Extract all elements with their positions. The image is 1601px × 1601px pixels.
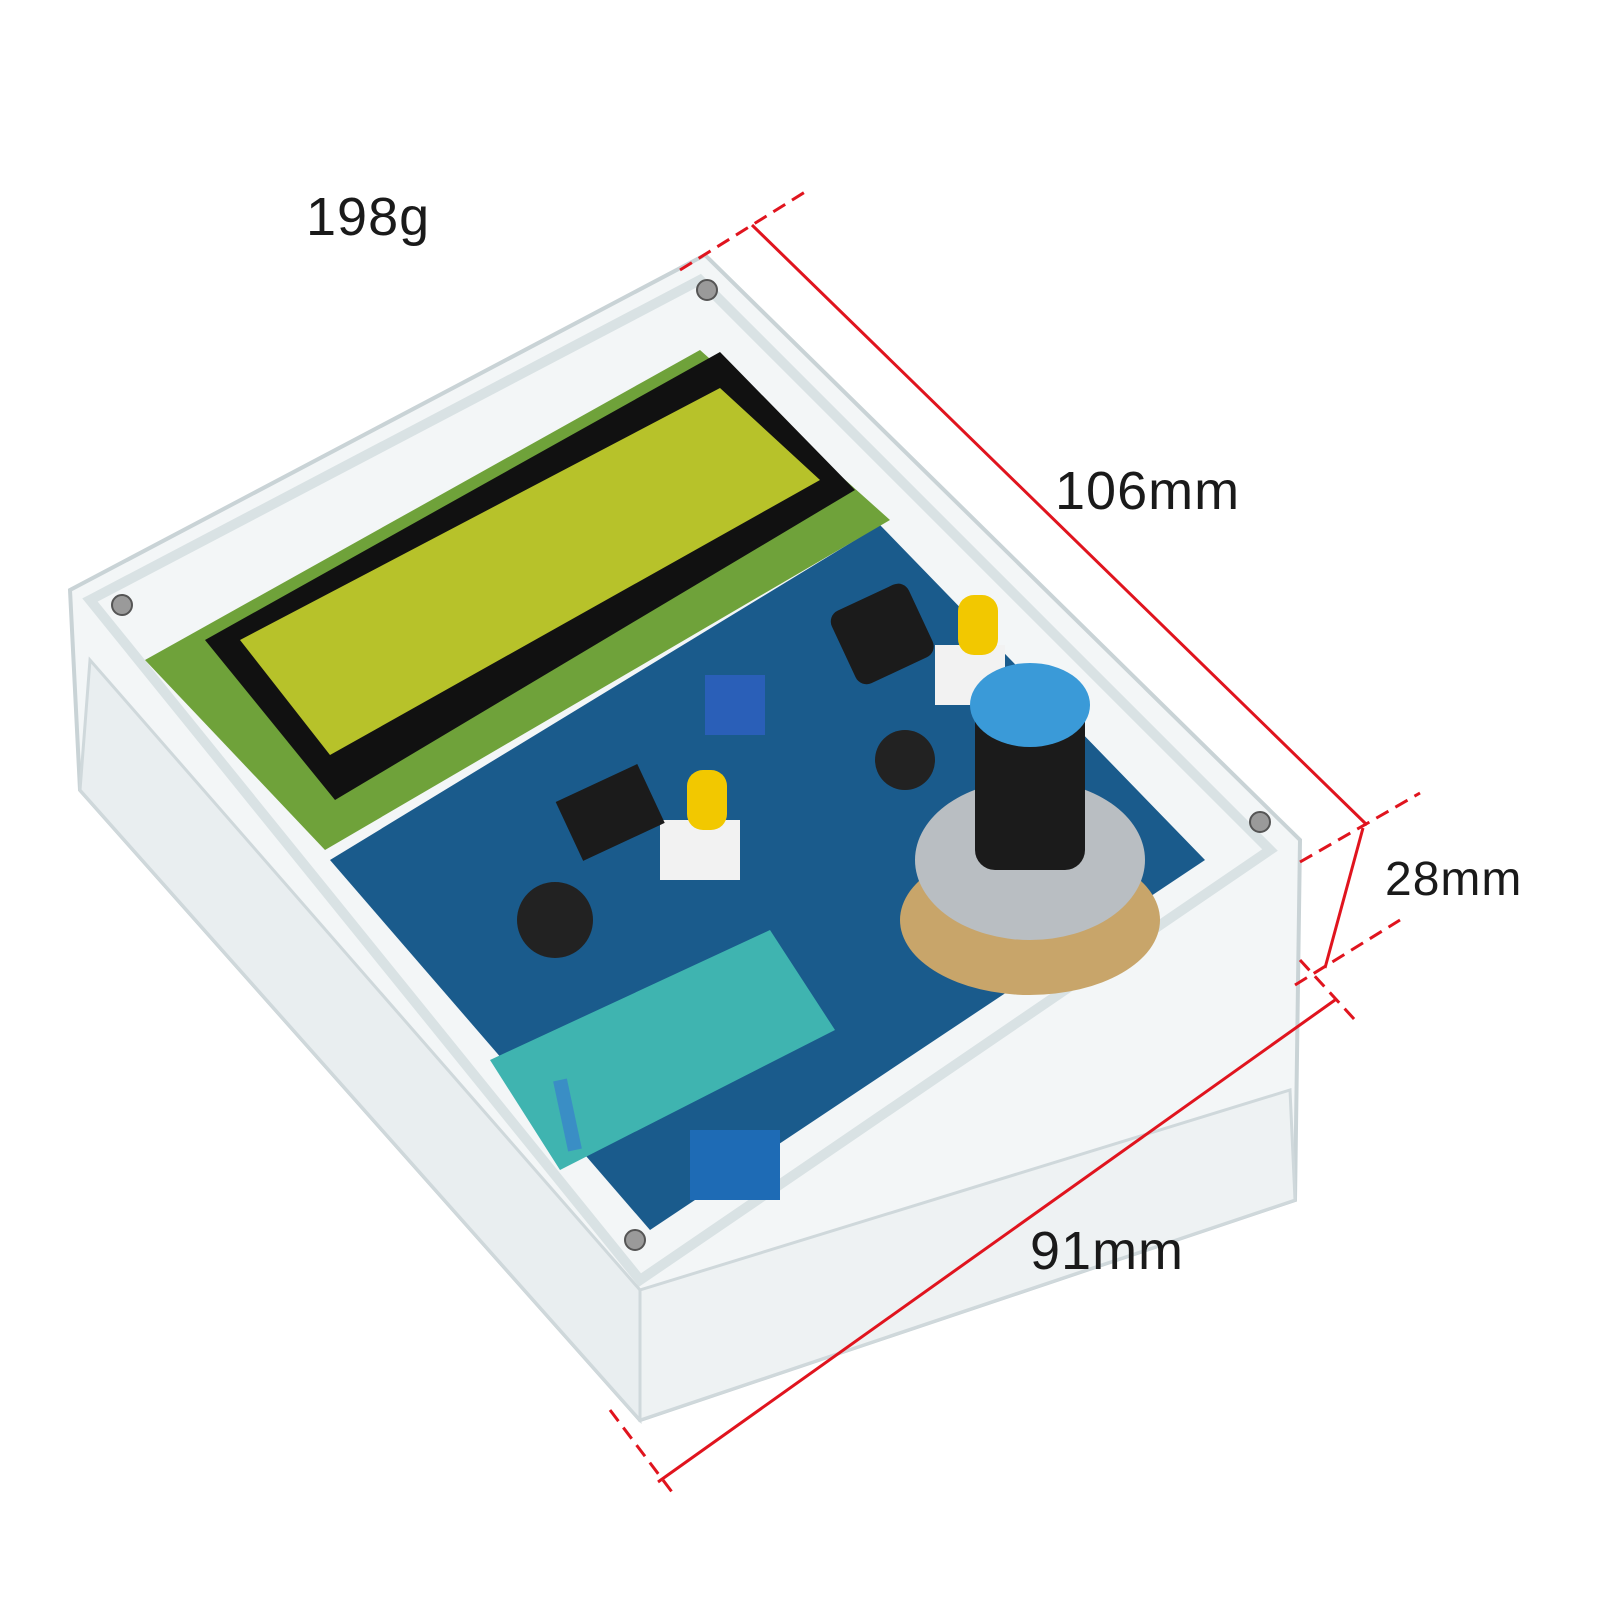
inductor [517, 882, 593, 958]
length-dimension-line [750, 223, 1369, 827]
dc-jack [830, 583, 934, 685]
capacitor [875, 730, 935, 790]
height-dimension-line [1323, 827, 1365, 969]
lcd-screen [240, 388, 820, 755]
height-label: 28mm [1385, 853, 1523, 906]
knob-cap [970, 663, 1090, 747]
length-label: 106mm [1055, 461, 1241, 521]
push-button [660, 770, 740, 880]
width-dimension-line [657, 998, 1336, 1484]
lcd-module [145, 350, 890, 850]
weight-label: 198g [306, 187, 431, 247]
ic-chip [555, 763, 665, 861]
rotary-switch [900, 663, 1160, 995]
screws [111, 279, 1271, 1251]
trim-potentiometer [705, 675, 765, 735]
zif-socket [490, 930, 835, 1170]
terminal-block [690, 1130, 780, 1200]
dimension-lines [608, 190, 1421, 1493]
width-label: 91mm [1030, 1221, 1185, 1281]
